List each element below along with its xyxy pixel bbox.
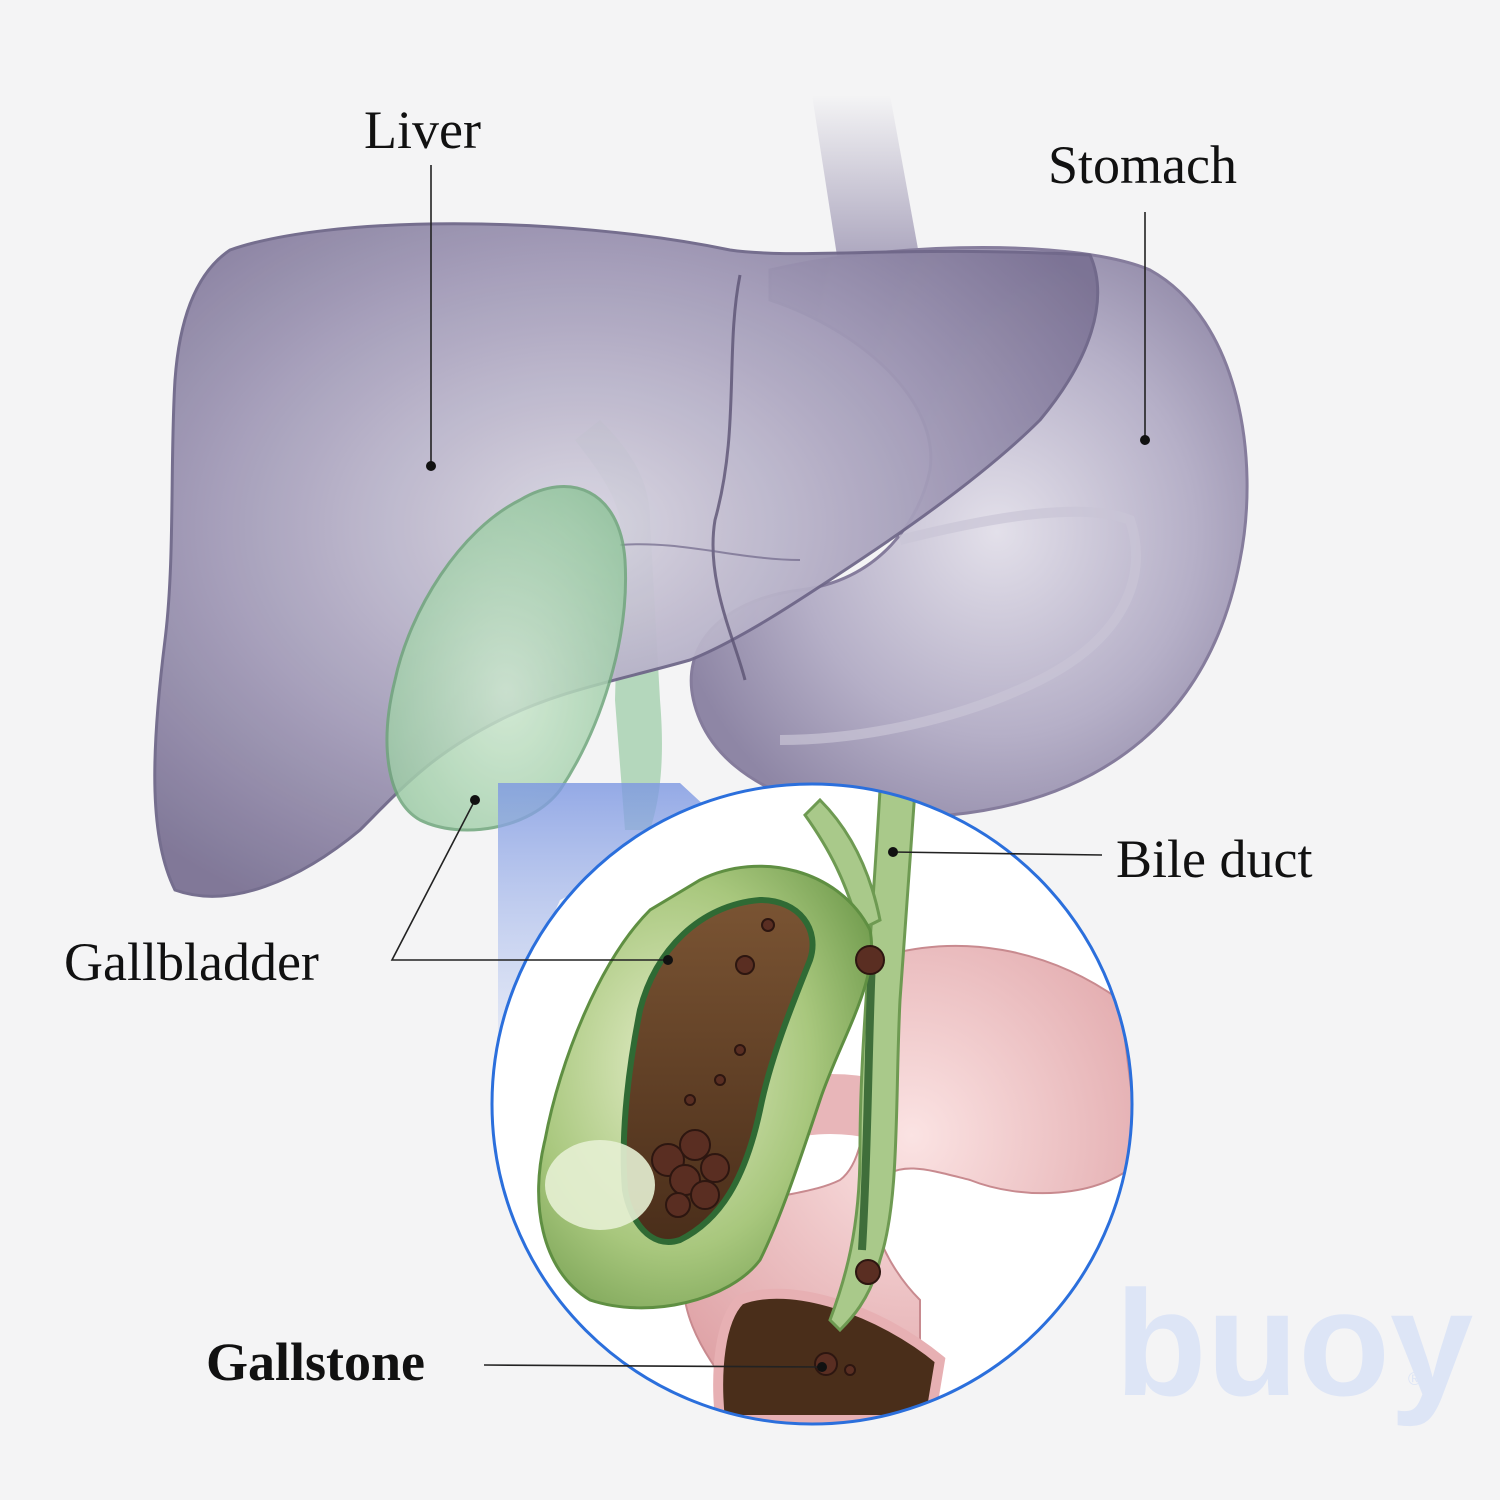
gallstone [684,1094,696,1106]
duct-lumen [858,959,876,1251]
bile-duct-leader [892,851,1103,856]
gallbladder-fundus-rim [545,1140,655,1230]
liver-label: Liver [364,100,481,160]
gallstone-leader [483,1364,823,1368]
bile-duct-label: Bile duct [1116,829,1313,889]
gallstone [734,1044,746,1056]
gallstone [690,1180,720,1210]
gallstone-dot [817,1362,827,1372]
gallbladder-label: Gallbladder [64,932,319,992]
leader-lines [390,165,1146,1368]
gallstone-label: Gallstone [206,1332,426,1392]
liver-ligament-line [711,274,747,681]
stomach-label: Stomach [1048,135,1237,195]
watermark-text: buoy [1115,1259,1473,1427]
liver-lobe-line [619,543,801,561]
watermark-registered-mark: ® [1408,1369,1421,1389]
stomach-fold [779,506,1141,745]
gallstone [665,1192,691,1218]
stomach-dot [1140,435,1150,445]
gallstone [735,955,755,975]
inset-magnification [490,782,1134,1426]
gallstone [714,1074,726,1086]
gallbladder-dot-overview [470,795,480,805]
gallstone [761,918,775,932]
liver-dot [426,461,436,471]
gallstone [844,1364,856,1376]
bile-duct-dot [888,847,898,857]
gallbladder-leader [390,799,668,961]
gallstone [855,945,885,975]
gallbladder-dot-inset [663,955,673,965]
leader-dots [426,435,1150,1372]
gallstone [679,1129,711,1161]
gallstone [855,1259,881,1285]
gallstone [700,1153,730,1183]
esophagus-shape [812,95,920,275]
